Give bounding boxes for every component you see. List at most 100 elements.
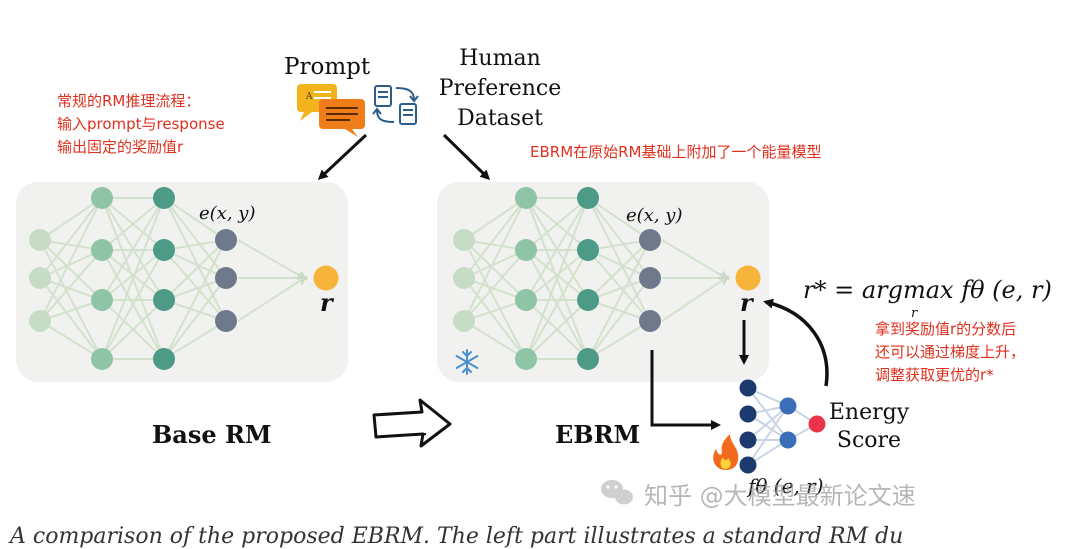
network-edge xyxy=(39,197,103,279)
network-edge xyxy=(525,249,589,301)
network-edge xyxy=(39,249,103,279)
snowflake-icon xyxy=(455,349,479,375)
network-edge xyxy=(587,320,651,360)
network-node xyxy=(91,289,113,311)
network-edge xyxy=(525,197,589,251)
network-node xyxy=(639,310,661,332)
network-edge xyxy=(163,239,227,301)
network-edge xyxy=(101,249,165,360)
output-edge xyxy=(237,239,304,278)
network-edge xyxy=(39,320,103,360)
ebrm-embedding-label: e(x, y) xyxy=(626,205,683,226)
network-edge xyxy=(463,197,527,241)
dataset-label-line: Preference xyxy=(438,76,562,101)
network-node xyxy=(453,310,475,332)
energy-node xyxy=(779,431,797,449)
wechat-icon xyxy=(601,480,633,505)
dataset-to-ebrm-arrow xyxy=(442,133,491,181)
network-node xyxy=(153,187,175,209)
network-node xyxy=(453,229,475,251)
dataset-label-line: Dataset xyxy=(457,106,543,131)
gradient-annotation: 拿到奖励值r的分数后 还可以通过梯度上升， 调整获取更优的r* xyxy=(875,318,1025,387)
network-edge xyxy=(463,249,527,322)
annotation-line: 输入prompt与response xyxy=(57,115,225,133)
energy-edge xyxy=(747,405,789,466)
network-edge xyxy=(587,239,651,360)
network-node xyxy=(91,348,113,370)
network-node xyxy=(515,289,537,311)
base-embedding-label: e(x, y) xyxy=(199,203,256,224)
annotation-line: 输出固定的奖励值r xyxy=(57,138,184,156)
network-edge xyxy=(101,299,165,360)
network-edge xyxy=(463,197,527,279)
energy-score-label: Energy Score xyxy=(828,399,910,455)
network-edge xyxy=(587,197,651,279)
base-rm-annotation: 常规的RM推理流程： 输入prompt与response 输出固定的奖励值r xyxy=(57,90,225,159)
gradient-ascent-arrow xyxy=(763,298,829,387)
objective-subscript: r xyxy=(911,306,918,321)
network-edge xyxy=(587,277,651,360)
reward-node xyxy=(735,265,761,291)
network-node xyxy=(577,239,599,261)
network-edge xyxy=(463,239,527,360)
network-node xyxy=(577,289,599,311)
network-edge xyxy=(39,239,103,360)
caption-fragment: A comparison of the proposed EBRM. The l… xyxy=(10,524,904,549)
network-node xyxy=(29,310,51,332)
annotation-line: 常规的RM推理流程： xyxy=(57,92,201,110)
network-edge xyxy=(163,197,227,241)
ebrm-network xyxy=(453,187,761,370)
network-node xyxy=(215,310,237,332)
network-edge xyxy=(39,197,103,241)
annotation-line: 拿到奖励值r的分数后 xyxy=(875,320,1017,338)
prompt-to-base-arrow xyxy=(317,133,368,181)
ebrm-title: EBRM xyxy=(555,420,641,449)
network-edge xyxy=(101,249,165,301)
network-node xyxy=(577,187,599,209)
output-edge xyxy=(661,239,726,278)
objective-formula: r* = argmax fθ (e, r) xyxy=(803,276,1052,304)
dataset-exchange-icon xyxy=(372,85,419,125)
network-edge xyxy=(463,277,527,360)
energy-node xyxy=(739,379,757,397)
network-edge xyxy=(163,320,227,360)
ebrm-annotation: EBRM在原始RM基础上附加了一个能量模型 xyxy=(530,143,822,161)
network-node xyxy=(577,348,599,370)
network-edge xyxy=(163,197,227,322)
network-node xyxy=(215,267,237,289)
network-node xyxy=(153,239,175,261)
energy-node xyxy=(739,456,757,474)
network-node xyxy=(91,239,113,261)
energy-node xyxy=(739,405,757,423)
annotation-line: 还可以通过梯度上升， xyxy=(875,343,1026,361)
network-edge xyxy=(163,249,227,279)
embedding-to-energy-arrow xyxy=(650,350,721,430)
chat-bubbles-icon: A xyxy=(297,84,365,137)
diagram-canvas: A xyxy=(16,84,829,505)
output-edge xyxy=(661,278,726,322)
network-edge xyxy=(463,239,527,301)
flame-icon xyxy=(713,434,739,470)
dataset-label-line: Human xyxy=(459,46,541,71)
network-edge xyxy=(101,197,165,360)
network-edge xyxy=(587,197,651,322)
network-edge xyxy=(39,239,103,301)
base-reward-label: r xyxy=(320,288,333,317)
network-edge xyxy=(39,277,103,360)
network-node xyxy=(29,267,51,289)
network-node xyxy=(215,229,237,251)
energy-network xyxy=(739,379,826,474)
energy-node xyxy=(739,431,757,449)
base-rm-title: Base RM xyxy=(152,420,272,449)
network-node xyxy=(153,348,175,370)
network-node xyxy=(639,267,661,289)
energy-node xyxy=(779,397,797,415)
energy-score-line: Score xyxy=(836,428,902,453)
reward-node xyxy=(313,265,339,291)
svg-text:A: A xyxy=(305,92,313,102)
network-edge xyxy=(101,197,165,251)
prompt-label: Prompt xyxy=(284,54,371,80)
network-edge xyxy=(39,249,103,322)
hollow-right-arrow-icon xyxy=(372,398,452,448)
network-edge xyxy=(463,320,527,360)
